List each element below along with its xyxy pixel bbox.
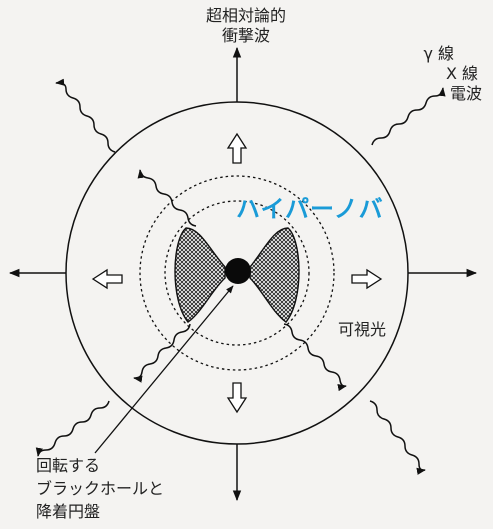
bh-label-line1: 回転する	[36, 456, 101, 475]
shock-label: 超相対論的 衝撃波	[196, 6, 296, 46]
radiation-label: γ 線 X 線 電波	[390, 44, 482, 104]
wave-inner-lower-left	[133, 323, 191, 383]
xray-label: X 線	[445, 64, 478, 83]
inner-dotted-shell	[164, 200, 310, 346]
radio-wave-label: 電波	[449, 84, 482, 103]
gamma-ray-label: γ 線	[423, 44, 454, 63]
hypernova-title: ハイパーノバ	[236, 195, 384, 223]
wave-outer-upper-right	[371, 87, 446, 146]
hollow-arrow-right	[351, 268, 383, 290]
wave-outer-upper-left	[55, 78, 116, 153]
wave-inner-lower-right	[283, 323, 347, 392]
bh-pointer-line	[94, 285, 234, 454]
bh-label-line3: 降着円盤	[36, 502, 101, 521]
outer-dotted-shell	[139, 175, 335, 371]
shock-label-line2: 衝撃波	[221, 26, 270, 45]
wave-inner-upper-left	[137, 169, 197, 227]
hollow-arrow-up	[226, 132, 248, 164]
left-disk-lobe	[174, 227, 226, 323]
right-disk-lobe	[249, 227, 300, 323]
shock-label-line1: 超相対論的	[205, 6, 286, 25]
visible-light-label: 可視光	[338, 320, 387, 339]
black-hole	[225, 258, 251, 284]
bh-label: 回転する ブラックホールと 降着円盤	[36, 454, 164, 523]
hollow-arrow-down	[226, 382, 248, 414]
wave-outer-lower-left	[35, 400, 110, 457]
hollow-arrow-left	[91, 268, 123, 290]
bh-label-line2: ブラックホールと	[36, 479, 165, 498]
wave-outer-lower-right	[369, 400, 426, 475]
